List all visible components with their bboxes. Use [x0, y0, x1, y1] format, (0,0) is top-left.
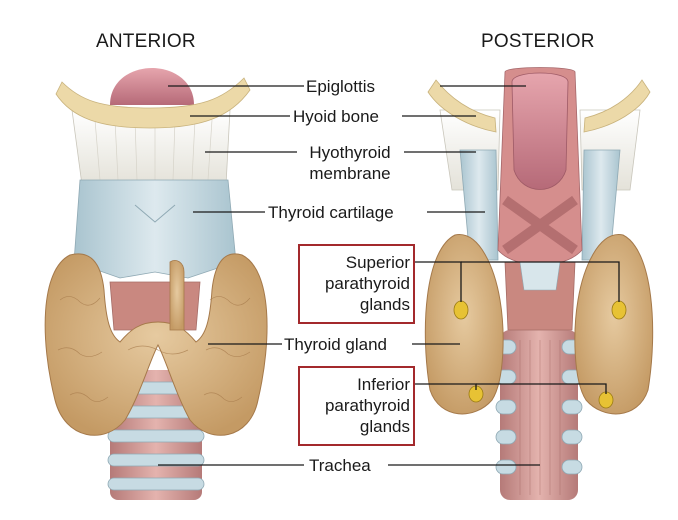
- anterior-epiglottis: [110, 68, 194, 105]
- leader-inferior-right: [476, 383, 607, 394]
- label-superior-line2: parathyroid: [324, 274, 410, 293]
- anterior-view-title: ANTERIOR: [96, 31, 196, 52]
- label-superior-parathyroid-glands: Superior parathyroid glands: [304, 252, 410, 315]
- label-superior-line3: glands: [359, 295, 410, 314]
- posterior-epiglottis: [511, 72, 569, 190]
- leader-superior-right: [461, 261, 620, 302]
- anterior-thyroid-cartilage: [73, 179, 237, 279]
- posterior-view-title: POSTERIOR: [481, 31, 595, 52]
- label-epiglottis: Epiglottis: [306, 77, 375, 96]
- label-hyothyroid-line1: Hyothyroid: [309, 143, 391, 162]
- anterior-view: [44, 68, 268, 500]
- posterior-thyroid-gland: [424, 234, 504, 415]
- label-trachea: Trachea: [309, 456, 371, 475]
- posterior-trachea: [495, 330, 583, 500]
- label-hyothyroid-line2: membrane: [309, 164, 391, 183]
- posterior-hyoid-bone: [427, 79, 497, 133]
- inferior-parathyroid-right: [598, 391, 614, 409]
- label-inferior-parathyroid-glands: Inferior parathyroid glands: [304, 374, 410, 437]
- superior-parathyroid-highlight-box: [298, 244, 415, 324]
- label-superior-line1: Superior: [345, 253, 410, 272]
- leader-lines: [158, 85, 620, 466]
- inferior-parathyroid-highlight-box: [298, 366, 415, 446]
- label-thyroid-cartilage: Thyroid cartilage: [268, 203, 394, 222]
- label-inferior-line3: glands: [359, 417, 410, 436]
- superior-parathyroid-left: [453, 300, 469, 320]
- label-hyoid-bone: Hyoid bone: [293, 107, 380, 126]
- label-hyothyroid-membrane: Hyothyroid membrane: [300, 142, 400, 184]
- label-inferior-line2: parathyroid: [324, 396, 410, 415]
- posterior-view: [424, 67, 654, 500]
- posterior-thyroid-cartilage: [459, 149, 499, 261]
- superior-parathyroid-right: [611, 300, 627, 320]
- label-thyroid-gland: Thyroid gland: [284, 335, 388, 354]
- label-inferior-line1: Inferior: [357, 375, 410, 394]
